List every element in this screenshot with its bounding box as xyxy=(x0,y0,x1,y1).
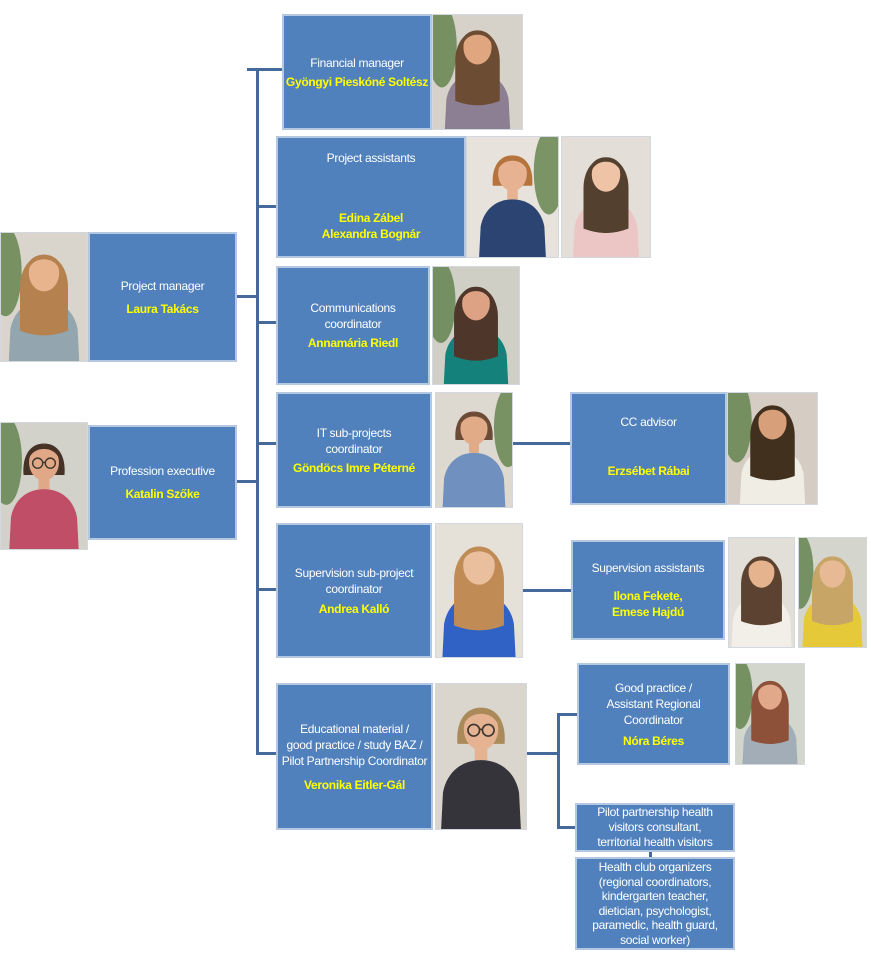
box-cc-advisor: CC advisor Erzsébet Rábai xyxy=(570,392,727,505)
connector-profession-executive xyxy=(237,480,259,483)
box-good-practice: Good practice / Assistant Regional Coord… xyxy=(577,663,730,765)
box-name: Erzsébet Rábai xyxy=(607,464,690,478)
box-it-coordinator: IT sub-projects coordinator Göndöcs Imre… xyxy=(276,392,432,508)
box-title: Supervision assistants xyxy=(591,561,705,575)
connector-assistants-stub xyxy=(256,205,276,208)
box-title: Educational material / good practice / s… xyxy=(281,721,428,768)
box-title: Health club organizers (regional coordin… xyxy=(592,860,718,947)
connector-trunk xyxy=(256,68,259,755)
photo-erzsebet-rabai xyxy=(727,392,818,505)
box-title: Project manager xyxy=(120,278,205,293)
photo-laura-takacs xyxy=(0,232,88,362)
connector-pilot-to-health xyxy=(649,849,652,858)
box-name: Annamária Riedl xyxy=(307,336,399,350)
box-name: Gyöngyi Pieskóné Soltész xyxy=(285,74,429,89)
box-supervision-assistants: Supervision assistants Ilona Fekete, Eme… xyxy=(571,540,725,640)
box-health-club: Health club organizers (regional coordin… xyxy=(575,857,735,950)
box-name: Andrea Kalló xyxy=(318,601,390,616)
box-name: Nóra Béres xyxy=(622,733,685,748)
box-title: Supervision sub-project coordinator xyxy=(294,565,414,596)
box-communications-coordinator: Communications coordinator Annamária Rie… xyxy=(276,266,430,385)
box-financial-manager: Financial manager Gyöngyi Pieskóné Solté… xyxy=(282,14,432,130)
box-name: Edina Zábel Alexandra Bognár xyxy=(321,211,421,241)
box-name: Laura Takács xyxy=(126,301,199,316)
box-name: Göndöcs Imre Péterné xyxy=(292,460,416,475)
connector-branch-vertical xyxy=(557,713,560,829)
photo-gyongyi-pieskone-soltesz xyxy=(432,14,523,130)
connector-educational-branch-h xyxy=(527,752,560,755)
box-name: Veronika Eitler-Gál xyxy=(303,777,405,792)
photo-nora-beres xyxy=(735,663,805,765)
box-name: Ilona Fekete, Emese Hajdú xyxy=(611,589,685,619)
box-name: Katalin Szőke xyxy=(125,487,200,501)
connector-it-to-cc xyxy=(513,442,570,445)
connector-supervision-to-assistants xyxy=(523,589,571,592)
connector-communications-stub xyxy=(256,321,276,324)
connector-supervision-stub xyxy=(256,588,276,591)
photo-gondocs-imre-peterne xyxy=(435,392,513,508)
box-project-assistants: Project assistants Edina Zábel Alexandra… xyxy=(276,136,466,258)
connector-branch-top-stub xyxy=(557,713,577,716)
box-title: Good practice / Assistant Regional Coord… xyxy=(606,680,701,727)
box-title: CC advisor xyxy=(620,415,677,429)
box-project-manager: Project manager Laura Takács xyxy=(88,232,237,362)
photo-alexandra-bognar xyxy=(561,136,651,258)
box-title: IT sub-projects coordinator xyxy=(316,425,392,456)
photo-ilona-fekete xyxy=(728,537,795,648)
connector-it-stub xyxy=(256,442,276,445)
box-title: Project assistants xyxy=(326,151,416,165)
photo-katalin-szoke xyxy=(0,422,88,550)
photo-emese-hajdu xyxy=(798,537,867,648)
connector-branch-bottom-stub xyxy=(557,826,575,829)
photo-edina-zabel xyxy=(466,136,559,258)
photo-veronika-eitler-gal xyxy=(435,683,527,830)
connector-project-manager xyxy=(237,295,259,298)
box-title: Pilot partnership health visitors consul… xyxy=(597,805,713,849)
box-profession-executive: Profession executive Katalin Szőke xyxy=(88,425,237,540)
box-educational-coordinator: Educational material / good practice / s… xyxy=(276,683,433,830)
box-title: Profession executive xyxy=(110,464,215,478)
box-title: Financial manager xyxy=(310,55,404,70)
photo-andrea-kallo xyxy=(435,523,523,658)
connector-educational-stub xyxy=(256,752,276,755)
box-supervision-coordinator: Supervision sub-project coordinator Andr… xyxy=(276,523,432,658)
box-title: Communications coordinator xyxy=(310,301,396,331)
box-pilot-partnership: Pilot partnership health visitors consul… xyxy=(575,803,735,852)
connector-financial-stub xyxy=(247,68,282,71)
photo-annamaria-riedl xyxy=(432,266,520,385)
